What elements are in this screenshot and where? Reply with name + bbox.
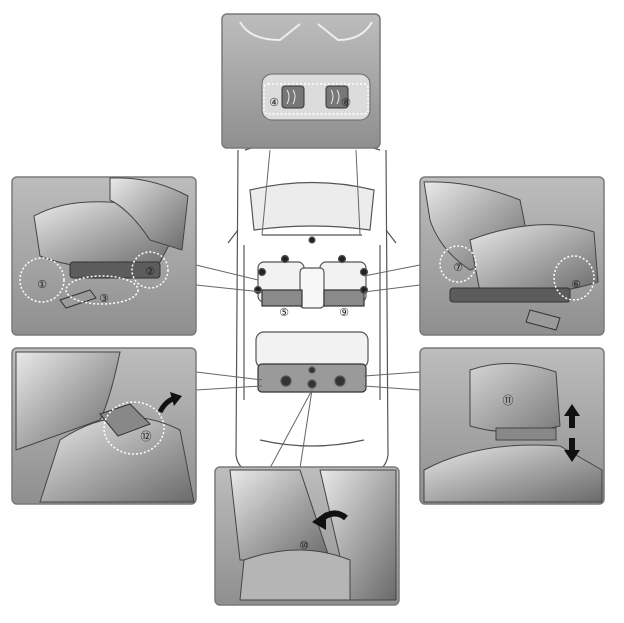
- callout-4: ④: [269, 96, 279, 109]
- callout-10: ⑩: [299, 539, 309, 552]
- callout-12-label: ⑫: [141, 430, 152, 443]
- rear-seat-back: [255, 331, 369, 369]
- panel-passenger-seat: [419, 176, 605, 336]
- panel-rear-seatback-release: [11, 347, 197, 505]
- panel-rear-armrest: [214, 466, 400, 606]
- callout-1: ①: [37, 278, 47, 291]
- callout-12: ⑫: [141, 430, 152, 443]
- panel-driver-seat: [11, 176, 197, 336]
- callout-2-label: ②: [145, 265, 155, 278]
- callout-11: ⑪: [503, 394, 514, 407]
- callout-10-label: ⑩: [299, 539, 309, 552]
- center-console: [299, 267, 325, 309]
- car-top-view: [227, 138, 397, 473]
- callout-9: ⑨: [339, 306, 349, 319]
- connector-lines: [195, 149, 421, 469]
- panel-heater-switches: [221, 13, 381, 149]
- callout-1-label: ①: [37, 278, 47, 291]
- callout-8: ⑧: [341, 96, 351, 109]
- callout-badges: ① ② ③ ④ ⑤ ⑥ ⑦ ⑧ ⑨ ⑩ ⑪ ⑫: [37, 96, 581, 552]
- callout-2: ②: [145, 265, 155, 278]
- callout-3-label: ③: [99, 292, 109, 305]
- callout-4-label: ④: [269, 96, 279, 109]
- callout-8-label: ⑧: [341, 96, 351, 109]
- callout-7: ⑦: [453, 261, 463, 274]
- callout-6: ⑥: [571, 278, 581, 291]
- callout-9-label: ⑨: [339, 306, 349, 319]
- callout-5-label: ⑤: [279, 306, 289, 319]
- panel-rear-headrest: [419, 347, 605, 505]
- callout-6-label: ⑥: [571, 278, 581, 291]
- callout-3: ③: [99, 292, 109, 305]
- callout-11-label: ⑪: [503, 394, 514, 407]
- callout-5: ⑤: [279, 306, 289, 319]
- callout-7-label: ⑦: [453, 261, 463, 274]
